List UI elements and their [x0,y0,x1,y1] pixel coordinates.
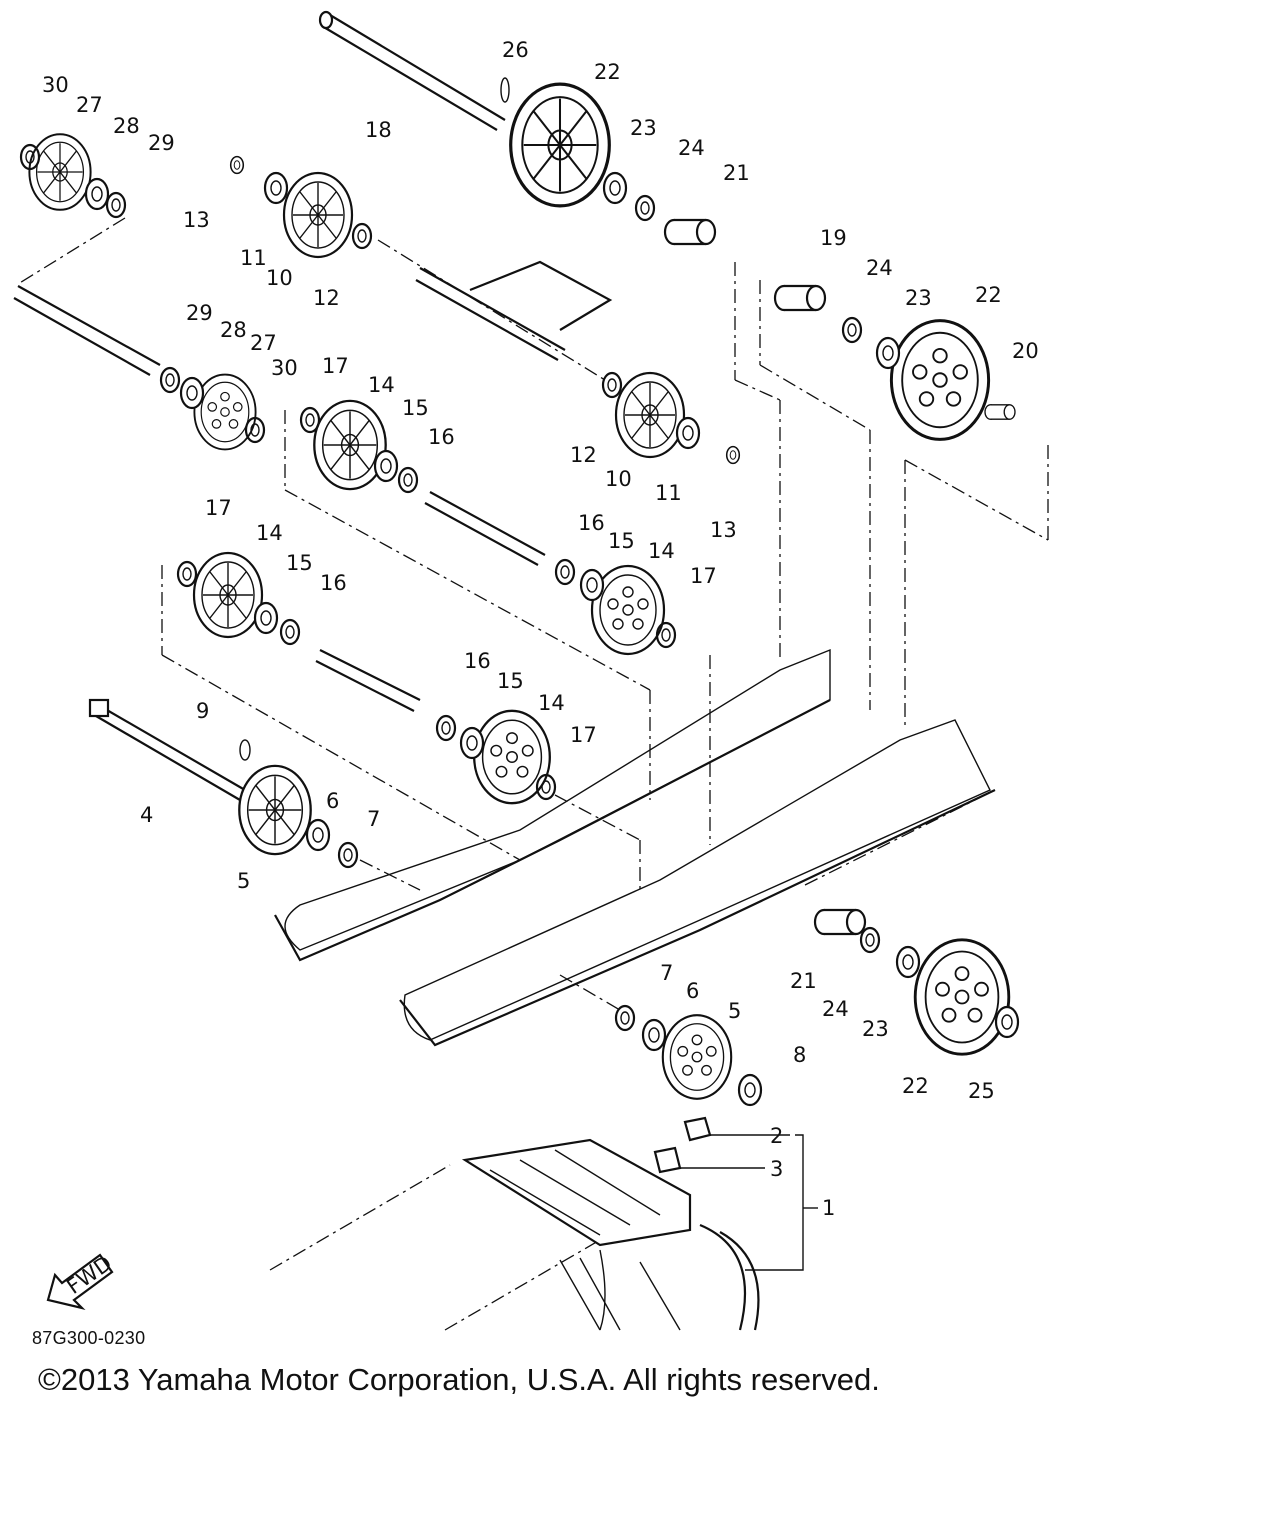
part-label-15-a: 15 [402,396,429,420]
part-label-24-right: 24 [866,256,893,280]
part-label-6-left: 6 [326,789,339,813]
part-label-22-top: 22 [594,60,621,84]
wheel-27-mid [193,373,257,451]
part-label-17-c: 17 [690,564,717,588]
part-label-7-left: 7 [367,807,380,831]
part-label-11-top: 11 [240,246,267,270]
part-label-18: 18 [365,118,392,142]
part-label-28-mid: 28 [220,318,247,342]
part-label-5-right: 5 [728,999,741,1023]
shaft-18 [318,10,506,131]
part-label-30-mid: 30 [271,356,298,380]
part-label-15-d: 15 [497,669,524,693]
wheel-10-right [614,371,686,459]
part-label-17-a: 17 [322,354,349,378]
part-label-20: 20 [1012,339,1039,363]
slide-rail-right [399,719,996,1047]
part-label-23-top: 23 [630,116,657,140]
part-label-21-top: 21 [723,161,750,185]
part-label-17-b: 17 [205,496,232,520]
wheel-27-top [28,133,92,211]
wheel-22-bottom [913,938,1011,1056]
part-label-3: 3 [770,1157,783,1181]
fwd-label: FWD [62,1251,116,1299]
part-label-14-b: 14 [256,521,283,545]
part-labels: 30 27 28 29 13 11 10 12 18 26 22 23 24 2… [42,38,1039,1220]
part-label-22-bottom: 22 [902,1074,929,1098]
part-label-10-right: 10 [605,467,632,491]
slide-rail-left [274,648,831,962]
part-label-29-mid: 29 [186,301,213,325]
part-label-14-a: 14 [368,373,395,397]
rail-bar [415,260,613,361]
part-label-23-right: 23 [905,286,932,310]
wheel-5-right [661,1014,733,1100]
part-label-5-left: 5 [237,869,250,893]
part-label-15-c: 15 [608,529,635,553]
wheel-5-left [238,764,312,856]
part-label-24-top: 24 [678,136,705,160]
axle-lower [315,649,421,712]
wheel-22-top [509,82,611,208]
part-label-22-right: 22 [975,283,1002,307]
wheel-14-left [192,551,264,639]
diagram-reference-code: 87G300-0230 [32,1328,146,1348]
axle-4 [88,698,246,801]
part-label-15-b: 15 [286,551,313,575]
part-label-9: 9 [196,699,209,723]
small-parts [19,77,1020,1107]
part-label-27: 27 [76,93,103,117]
part-label-12-right: 12 [570,443,597,467]
part-label-28: 28 [113,114,140,138]
part-label-17-d: 17 [570,723,597,747]
part-label-14-c: 14 [648,539,675,563]
track-belt [461,1116,818,1331]
part-label-1: 1 [822,1196,835,1220]
part-label-27-mid: 27 [250,331,277,355]
part-label-26: 26 [502,38,529,62]
part-label-16-a: 16 [428,425,455,449]
part-label-13-top: 13 [183,208,210,232]
part-label-7-right: 7 [660,961,673,985]
assembly-lines [17,217,1049,1331]
part-label-11-right: 11 [655,481,682,505]
part-label-14-d: 14 [538,691,565,715]
exploded-parts-diagram: FWD 30 27 28 29 13 11 10 12 18 26 22 23 … [13,10,1049,1331]
axle-mid [424,491,546,566]
wheel-10-top [282,171,354,259]
part-label-8: 8 [793,1043,806,1067]
part-label-10-top: 10 [266,266,293,290]
part-label-13-right: 13 [710,518,737,542]
part-label-6-right: 6 [686,979,699,1003]
wheel-22-right [889,319,991,441]
part-label-29: 29 [148,131,175,155]
part-label-30: 30 [42,73,69,97]
copyright-notice: ©2013 Yamaha Motor Corporation, U.S.A. A… [38,1362,880,1397]
part-label-2: 2 [770,1124,783,1148]
part-label-24-bottom: 24 [822,997,849,1021]
wheel-14-mid [313,399,387,491]
part-label-21-bottom: 21 [790,969,817,993]
part-label-23-bottom: 23 [862,1017,889,1041]
part-label-16-d: 16 [464,649,491,673]
part-label-4: 4 [140,803,153,827]
part-label-16-b: 16 [320,571,347,595]
wheel-14-lower [473,709,551,805]
part-label-25: 25 [968,1079,995,1103]
axle-upper-left [13,285,161,376]
fwd-arrow-icon: FWD [46,1251,116,1310]
part-label-19: 19 [820,226,847,250]
part-label-16-c: 16 [578,511,605,535]
part-label-12-top: 12 [313,286,340,310]
